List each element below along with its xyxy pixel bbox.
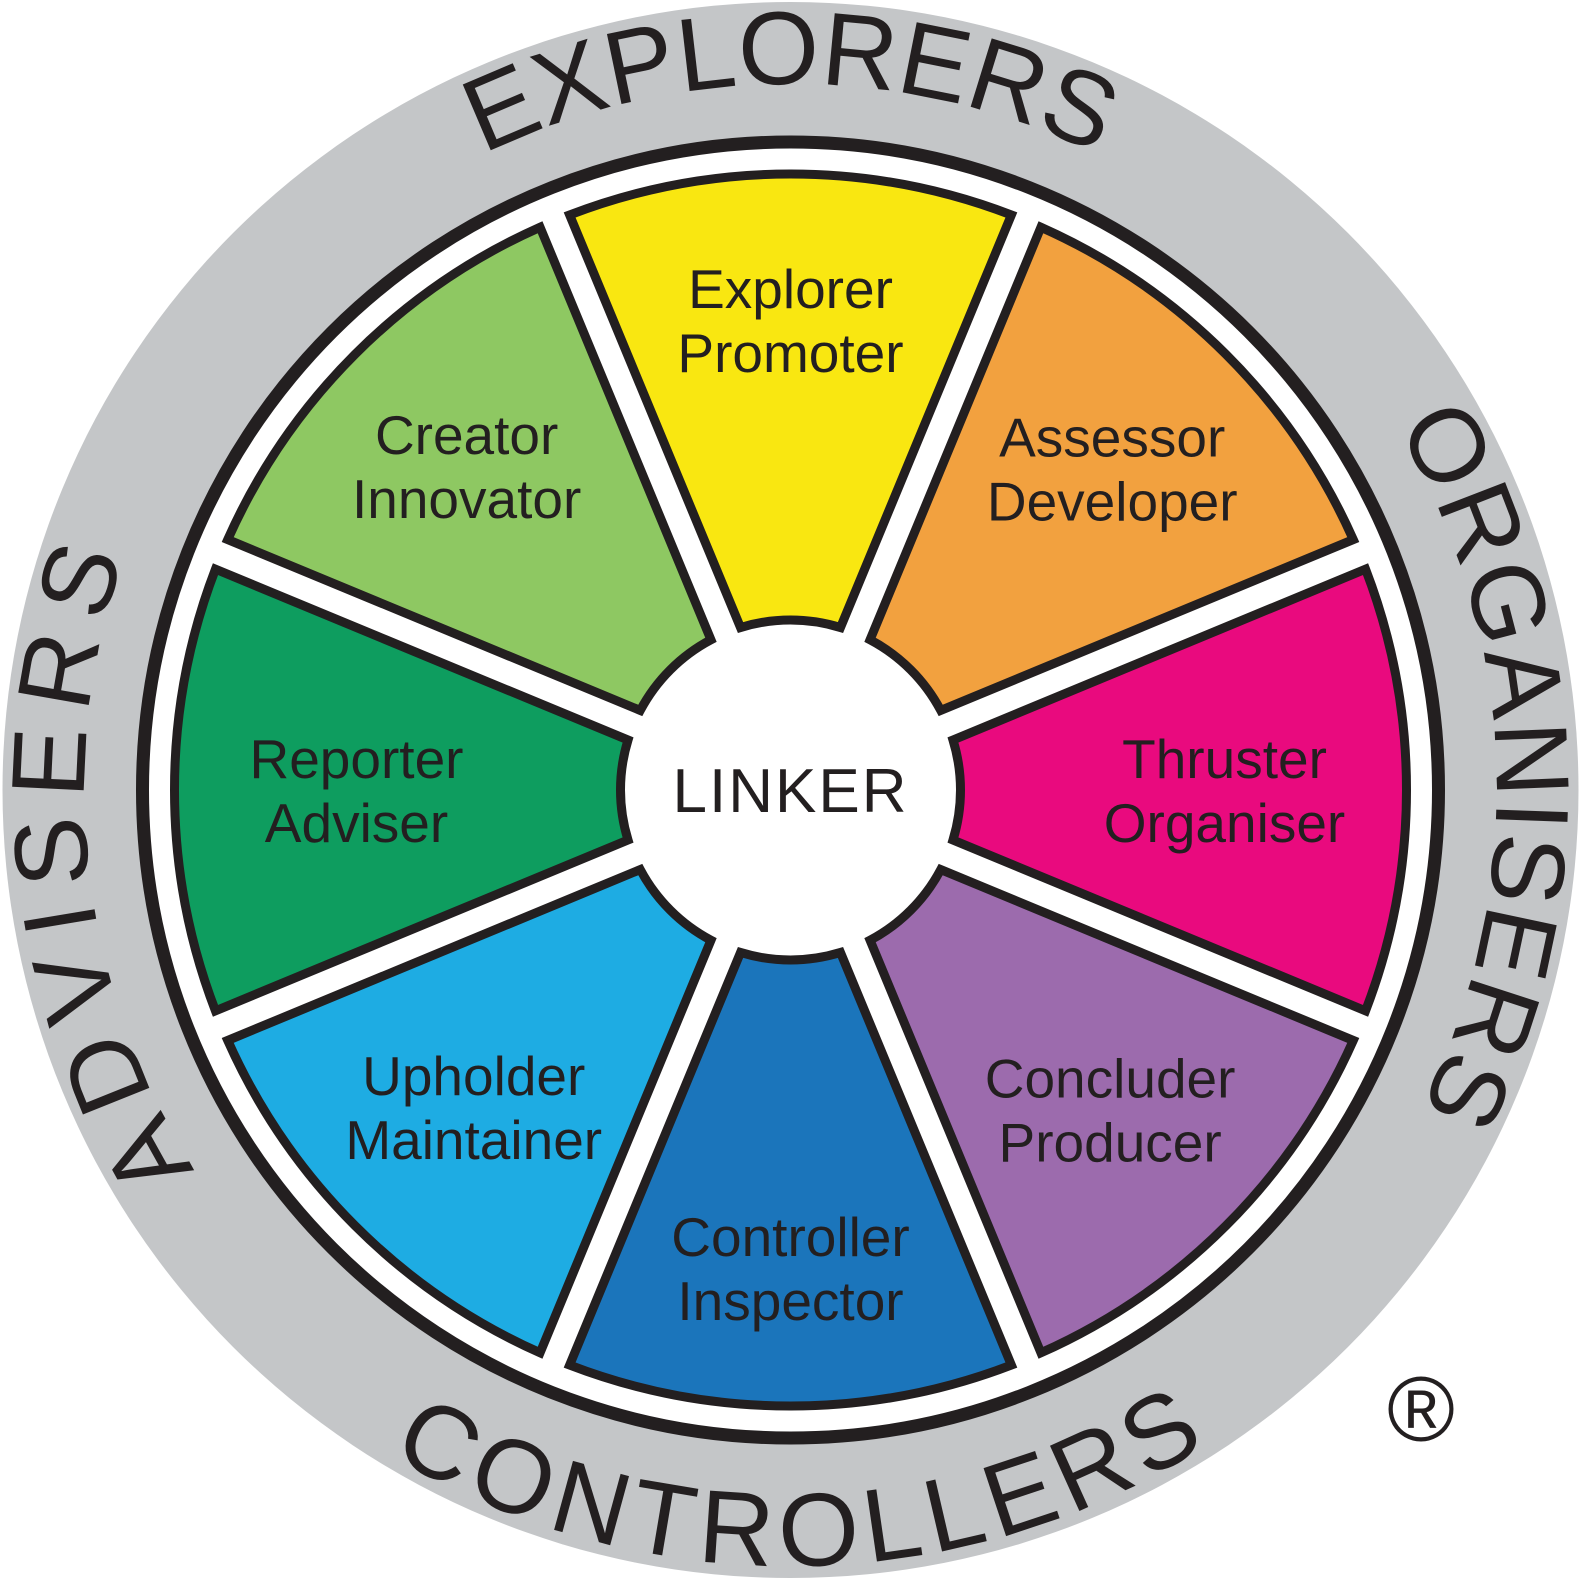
segment-explorer-promoter [563,169,1018,634]
segment-upholder-maintainer [221,863,717,1359]
segment-concluder-producer [864,863,1360,1359]
segment-controller-inspector [563,946,1018,1411]
registered-trademark-symbol: ® [1387,1359,1455,1461]
segment-assessor-developer [864,221,1360,717]
segment-creator-innovator [221,221,717,717]
segment-thruster-organiser [947,563,1411,1017]
center-label: LINKER [673,757,909,826]
segment-reporter-adviser [170,563,634,1017]
